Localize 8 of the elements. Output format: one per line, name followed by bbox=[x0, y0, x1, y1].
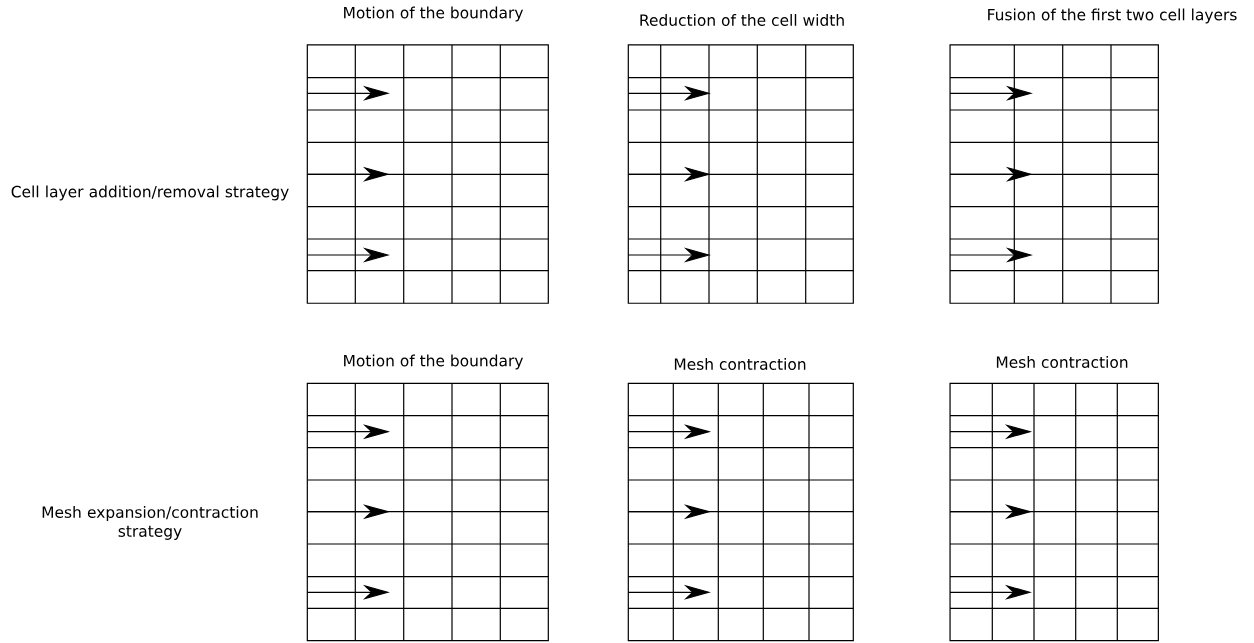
panel-heading: Mesh contraction bbox=[674, 358, 806, 370]
row-label: Mesh expansion/contraction strategy bbox=[42, 506, 258, 540]
panel-heading: Motion of the boundary bbox=[344, 354, 523, 370]
panel-heading: Fusion of the first two cell layers bbox=[988, 8, 1237, 24]
panel-heading: Mesh contraction bbox=[996, 356, 1128, 368]
row-label: Cell layer addition/removal strategy bbox=[11, 185, 289, 201]
panel-heading: Reduction of the cell width bbox=[640, 14, 844, 26]
panel-heading: Motion of the boundary bbox=[344, 6, 523, 22]
